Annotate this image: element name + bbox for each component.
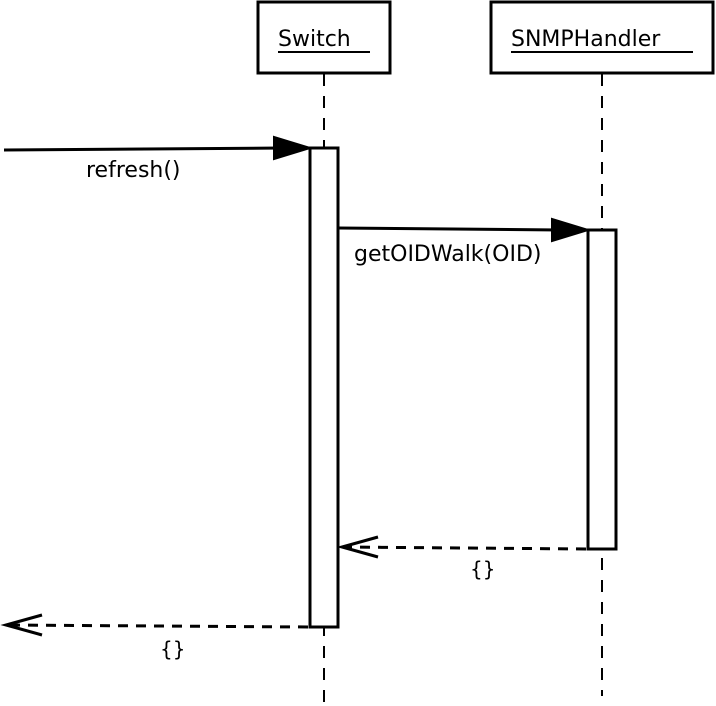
return-switch-to-caller-label: {} — [160, 637, 185, 661]
snmphandler-activation-bar — [586, 228, 618, 551]
participant-snmphandler[interactable]: SNMPHandler — [489, 0, 715, 75]
return-switch-to-caller-arrowhead — [0, 613, 43, 637]
return-snmphandler-to-switch-label: {} — [470, 557, 495, 581]
return-snmphandler-to-switch[interactable]: {} — [336, 535, 587, 581]
return-switch-to-caller[interactable]: {} — [0, 613, 309, 661]
participant-switch-label: Switch — [278, 27, 351, 52]
message-getoidwalk-label: getOIDWalk(OID) — [354, 242, 541, 267]
return-snmphandler-to-switch-line — [341, 545, 587, 551]
message-refresh-line — [3, 146, 283, 152]
message-getoidwalk-line — [337, 226, 561, 232]
participant-snmphandler-label: SNMPHandler — [511, 27, 661, 52]
message-getoidwalk[interactable]: getOIDWalk(OID) — [337, 217, 592, 267]
message-refresh-label: refresh() — [86, 158, 181, 183]
participant-switch[interactable]: Switch — [256, 0, 392, 75]
message-getoidwalk-arrowhead — [551, 217, 592, 243]
return-snmphandler-to-switch-arrowhead — [336, 535, 379, 559]
switch-activation-bar — [308, 146, 340, 629]
message-refresh-arrowhead — [273, 135, 314, 161]
message-refresh[interactable]: refresh() — [3, 135, 314, 183]
return-switch-to-caller-line — [5, 623, 309, 629]
